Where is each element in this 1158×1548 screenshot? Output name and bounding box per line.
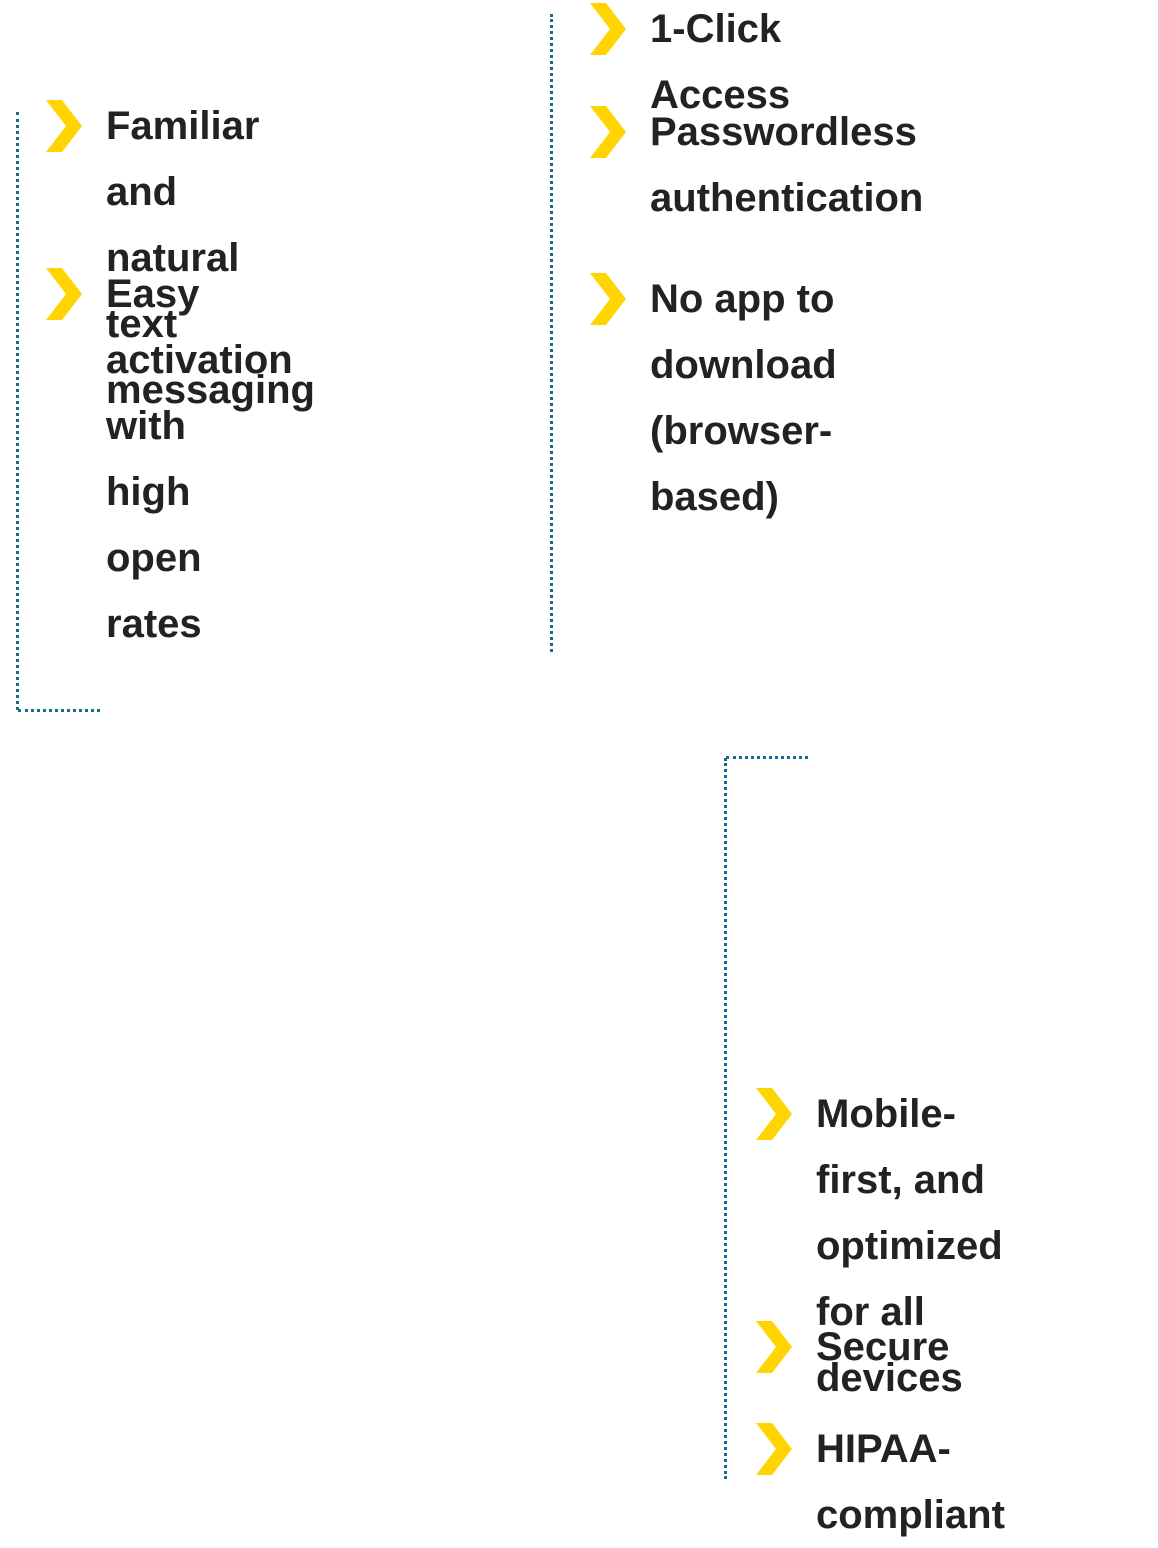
feature-label: Mobile-first, and optimized for all devi… [816,1092,1003,1400]
feature-label: Easy activation with high open rates [106,272,293,646]
feature-label: No app to download (browser-based) [650,277,837,519]
chevron-right-icon [754,1088,794,1140]
feature-item: Familiar and natural text messaging [44,100,315,423]
dotted-connector-vertical [16,112,19,710]
chevron-right-icon [588,273,628,325]
chevron-right-icon [44,100,84,152]
chevron-right-icon [44,268,84,320]
chevron-right-icon [588,106,628,158]
chevron-right-icon [754,1423,794,1475]
feature-item: Easy activation with high open rates [44,268,293,657]
feature-label: Passwordless authentication [650,110,924,220]
feature-item: 1-Click Access [588,3,790,128]
dotted-connector-horizontal [18,709,100,712]
feature-item: HIPAA-compliant [754,1423,1005,1548]
dotted-connector-vertical [724,758,727,1479]
feature-label: HIPAA-compliant [816,1427,1005,1537]
chevron-right-icon [588,3,628,55]
feature-item: Mobile-first, and optimized for all devi… [754,1088,1003,1411]
feature-label: Familiar and natural text messaging [106,104,315,412]
dotted-connector-vertical [550,14,553,652]
chevron-right-icon [754,1321,794,1373]
feature-label: Secure [816,1325,950,1369]
feature-item: Secure [754,1321,949,1380]
feature-item: No app to download (browser-based) [588,273,837,530]
feature-item: Passwordless authentication [588,106,923,231]
dotted-connector-horizontal [726,756,808,759]
feature-label: 1-Click Access [650,7,791,117]
